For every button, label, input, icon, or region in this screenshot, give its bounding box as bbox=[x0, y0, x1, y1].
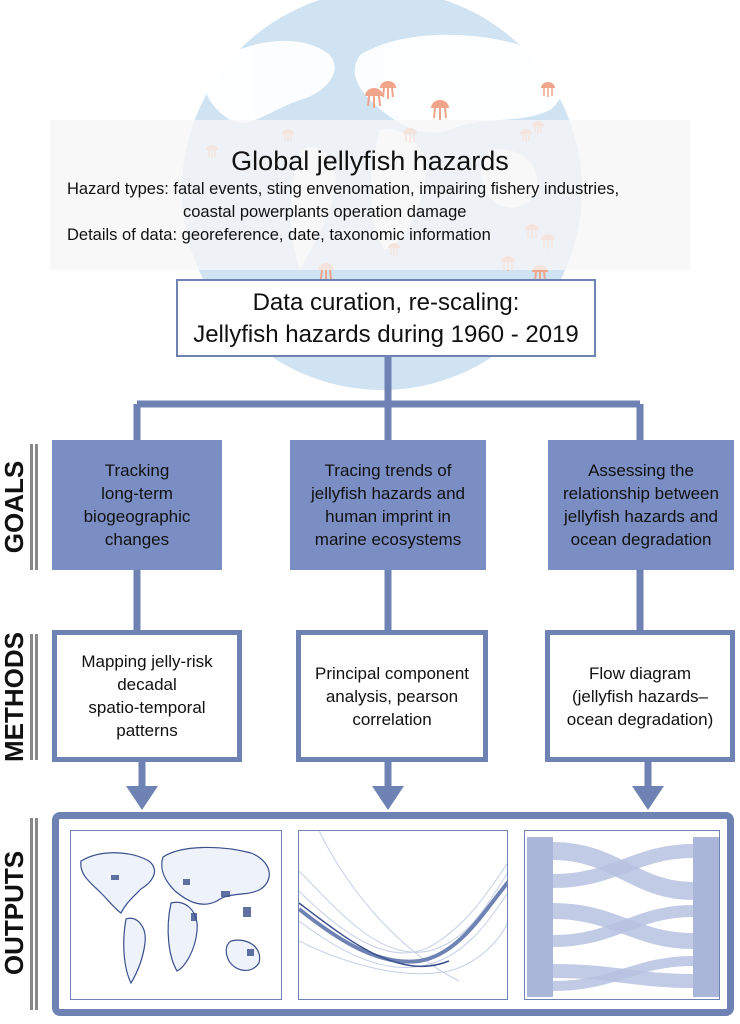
hazard-types-line: Hazard types: fatal events, sting enveno… bbox=[67, 180, 620, 198]
goal-box-ocean-degradation: Assessing the relationship between jelly… bbox=[548, 440, 734, 570]
world-map-icon bbox=[71, 831, 281, 999]
goals-divider-2 bbox=[35, 444, 38, 570]
data-curation-box: Data curation, re-scaling: Jellyfish haz… bbox=[176, 279, 596, 357]
method-box-pca: Principal component analysis, pearson co… bbox=[296, 630, 488, 762]
sankey-icon bbox=[525, 831, 719, 999]
goal-text: Tracing trends of jellyfish hazards and … bbox=[310, 461, 466, 549]
goals-divider bbox=[30, 444, 33, 570]
method-text: Principal component analysis, pearson co… bbox=[314, 663, 470, 729]
trend-curves-icon bbox=[299, 831, 507, 999]
curation-line-2: Jellyfish hazards during 1960 - 2019 bbox=[193, 321, 579, 348]
methods-divider bbox=[30, 634, 33, 760]
header-panel: Global jellyfish hazards Hazard types: f… bbox=[50, 120, 690, 270]
method-text: Mapping jelly-risk decadal spatio-tempor… bbox=[81, 652, 213, 740]
outputs-divider bbox=[30, 818, 33, 1010]
details-line: Details of data: georeference, date, tax… bbox=[67, 226, 491, 244]
goal-text: Assessing the relationship between jelly… bbox=[563, 461, 719, 549]
method-box-flow-diagram: Flow diagram (jellyfish hazards– ocean d… bbox=[545, 630, 735, 762]
curation-line-1: Data curation, re-scaling: bbox=[252, 289, 520, 316]
goal-box-trends: Tracing trends of jellyfish hazards and … bbox=[290, 440, 486, 570]
hazard-types-line-2: coastal powerplants operation damage bbox=[183, 203, 467, 221]
method-box-mapping: Mapping jelly-risk decadal spatio-tempor… bbox=[52, 630, 242, 762]
methods-label: METHODS bbox=[0, 632, 29, 762]
methods-divider-2 bbox=[35, 634, 38, 760]
method-text: Flow diagram (jellyfish hazards– ocean d… bbox=[566, 663, 714, 729]
header-title: Global jellyfish hazards bbox=[231, 146, 509, 176]
trend-lines-thumbnail bbox=[298, 830, 508, 1000]
flow-diagram-thumbnail bbox=[524, 830, 720, 1000]
goal-box-biogeographic: Tracking long-term biogeographic changes bbox=[52, 440, 222, 570]
outputs-divider-2 bbox=[35, 818, 38, 1010]
goals-label: GOALS bbox=[0, 460, 29, 554]
outputs-label: OUTPUTS bbox=[0, 850, 29, 976]
world-map-thumbnail bbox=[70, 830, 282, 1000]
goal-text: Tracking long-term biogeographic changes bbox=[83, 461, 191, 549]
